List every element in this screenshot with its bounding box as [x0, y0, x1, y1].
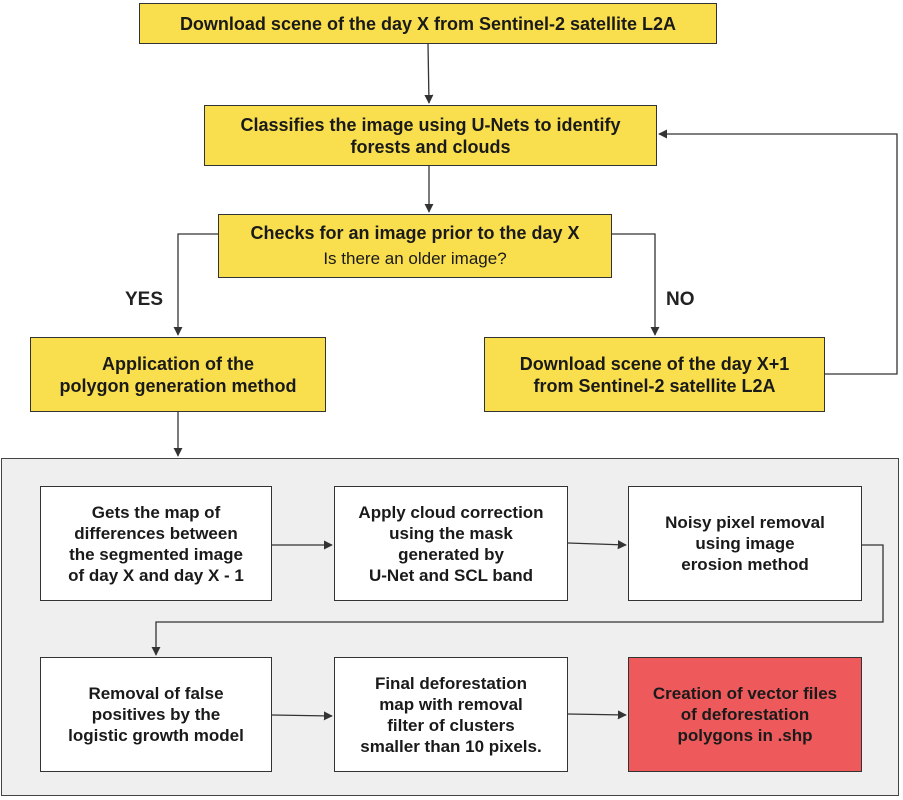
noisy-removal-line-2: using image: [695, 534, 795, 553]
vector-files-line-2: of deforestation: [680, 705, 810, 724]
final-map-line-1: Final deforestation: [374, 673, 528, 693]
check-question: Is there an older image?: [323, 249, 507, 268]
polygon-method-node: Application of the polygon generation me…: [30, 337, 326, 412]
arrow-noisy-to-false-positives: [151, 544, 884, 656]
noisy-removal-node: Noisy pixel removal using image erosion …: [628, 486, 862, 601]
false-positives-line-2: positives by the: [91, 705, 221, 724]
cloud-correction-line-4: U-Net and SCL band: [368, 565, 534, 585]
final-map-node: Final deforestation map with removal fil…: [334, 657, 568, 772]
difference-map-line-1: Gets the map of: [91, 502, 221, 522]
cloud-correction-line-3: generated by: [398, 544, 504, 564]
download-day-x-text: Download scene of the day X from Sentine…: [179, 13, 677, 34]
classify-node: Classifies the image using U-Nets to ide…: [204, 105, 657, 166]
vector-files-line-1: Creation of vector files: [652, 684, 838, 703]
no-label: NO: [666, 289, 695, 310]
arrow-x1-loop-back: [658, 129, 898, 375]
arrow-check-yes: [173, 233, 218, 336]
false-positives-line-1: Removal of false: [88, 684, 224, 703]
false-positives-line-3: logistic growth model: [68, 726, 244, 745]
final-map-line-2: map with removal: [379, 694, 523, 714]
arrow-final-to-vector: [567, 710, 627, 720]
arrow-download-to-classify: [424, 43, 434, 104]
difference-map-line-4: of day X and day X - 1: [68, 565, 244, 585]
polygon-method-line-2: polygon generation method: [59, 375, 297, 396]
classify-line-1: Classifies the image using U-Nets to ide…: [240, 114, 621, 135]
final-map-line-3: filter of clusters: [387, 715, 515, 735]
classify-line-2: forests and clouds: [350, 136, 511, 157]
download-day-x1-line-1: Download scene of the day X+1: [519, 353, 790, 374]
download-day-x1-line-2: from Sentinel-2 satellite L2A: [533, 375, 776, 396]
difference-map-line-2: differences between: [74, 523, 238, 543]
false-positives-node: Removal of false positives by the logist…: [40, 657, 272, 772]
noisy-removal-line-3: erosion method: [681, 555, 809, 574]
arrow-cloud-to-noisy: [567, 540, 627, 550]
download-day-x1-node: Download scene of the day X+1 from Senti…: [484, 337, 825, 412]
cloud-correction-node: Apply cloud correction using the mask ge…: [334, 486, 568, 601]
final-map-line-4: smaller than 10 pixels.: [360, 736, 542, 756]
difference-map-node: Gets the map of differences between the …: [40, 486, 272, 601]
cloud-correction-line-1: Apply cloud correction: [358, 502, 544, 522]
check-older-image-node: Checks for an image prior to the day X I…: [218, 214, 612, 278]
arrow-check-no: [612, 233, 660, 336]
cloud-correction-line-2: using the mask: [389, 523, 513, 543]
yes-label: YES: [125, 289, 164, 310]
vector-files-line-3: polygons in .shp: [677, 726, 813, 745]
polygon-method-line-1: Application of the: [102, 353, 254, 374]
difference-map-line-3: the segmented image: [69, 544, 243, 564]
arrow-false-to-final: [271, 711, 333, 721]
noisy-removal-line-1: Noisy pixel removal: [665, 513, 825, 532]
download-day-x-node: Download scene of the day X from Sentine…: [139, 3, 717, 44]
vector-files-node: Creation of vector files of deforestatio…: [628, 657, 862, 772]
check-title: Checks for an image prior to the day X: [250, 223, 580, 243]
